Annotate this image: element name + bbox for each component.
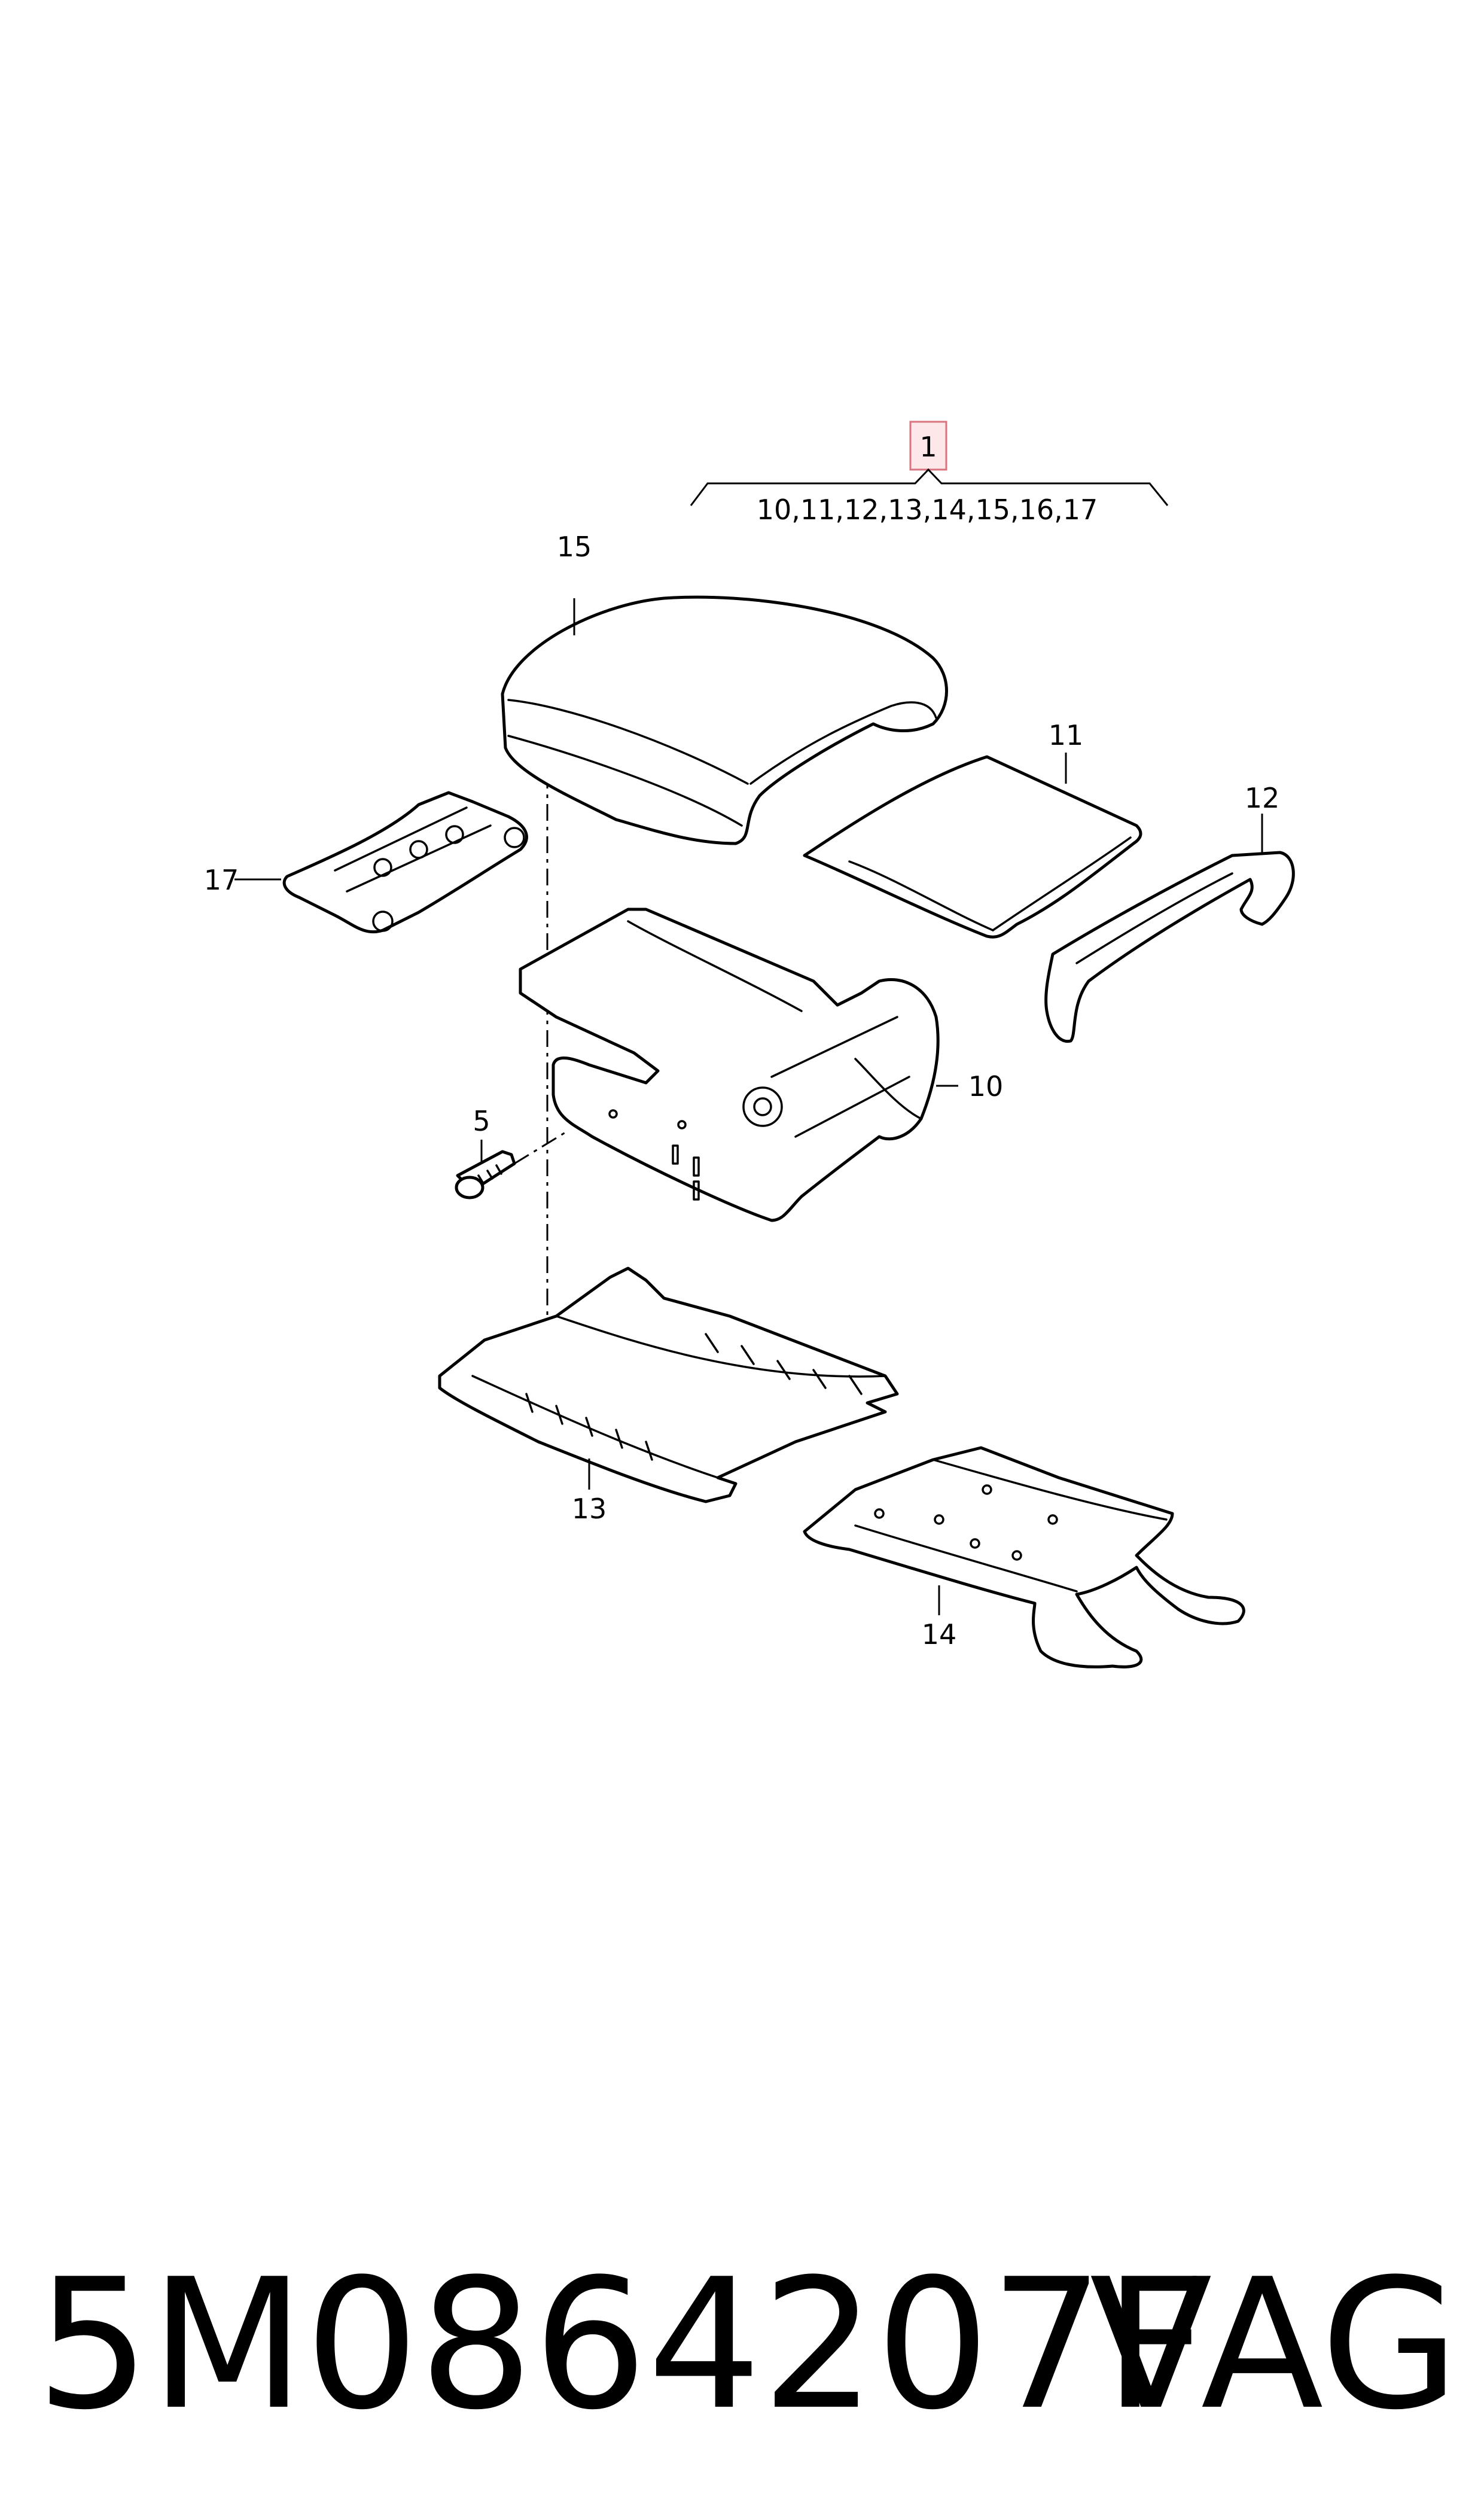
part-15-armrest-cover[interactable]	[501, 595, 948, 845]
callout-5: 5	[473, 1105, 490, 1137]
assembly-header: 1 10,11,12,13,14,15,16,17	[690, 421, 1169, 526]
part-17-hinge[interactable]	[282, 791, 528, 934]
brand-label: VAG	[1089, 2240, 1459, 2449]
callout-12: 12	[1245, 782, 1280, 814]
part-11-pad[interactable]	[803, 755, 1142, 939]
part-5-screw[interactable]	[455, 1150, 516, 1199]
callout-17: 17	[204, 864, 239, 896]
part-number: 5M0864207F	[36, 2240, 1208, 2449]
footer: 5M0864207F VAG	[36, 2237, 1459, 2453]
part-13-base-tray[interactable]	[438, 1266, 899, 1503]
assembly-number: 1	[919, 431, 937, 463]
callout-14: 14	[922, 1618, 957, 1651]
screw-axis	[514, 1129, 569, 1165]
part-14-lower-bracket[interactable]	[803, 1446, 1245, 1668]
callout-11: 11	[1049, 719, 1084, 751]
assembly-components-list: 10,11,12,13,14,15,16,17	[757, 494, 1098, 526]
part-12-trim[interactable]	[1044, 851, 1295, 1043]
callout-10: 10	[968, 1070, 1004, 1103]
callout-13: 13	[572, 1493, 607, 1525]
callout-15: 15	[557, 531, 592, 563]
part-10-frame[interactable]	[519, 908, 940, 1222]
exploded-parts-diagram: 1 10,11,12,13,14,15,16,17 15 11 12	[204, 421, 1295, 1668]
assembly-bracket	[690, 468, 1169, 506]
